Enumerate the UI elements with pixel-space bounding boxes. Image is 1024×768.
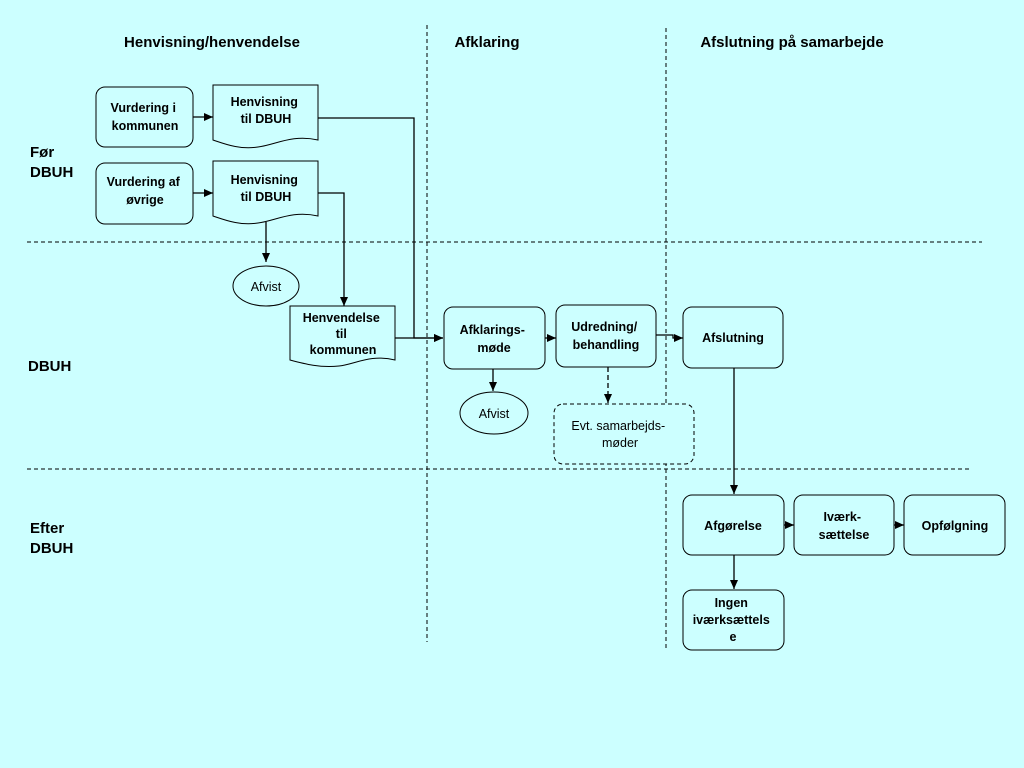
node-ivaerksaettelse-label: Iværk- sættelse [819,510,870,542]
row-title-efter-line: Efter [30,520,64,537]
node-vurdering-kommunen: Vurdering i kommunen [95,86,194,148]
row-title-dbuh: DBUH [28,358,71,375]
node-henvisning-1-shape [212,84,319,149]
node-label-line: Henvisning [231,95,298,109]
node-label-line: behandling [573,338,640,352]
node-henvisning-2-label: Henvisning til DBUH [231,173,302,204]
row-title-foer: Før DBUH [30,144,73,181]
column-title-afklaring: Afklaring [454,34,519,51]
node-afklaringsmoede-shape [443,306,546,370]
node-afslutning-label: Afslutning [702,331,764,345]
node-label-line: Afklarings- [460,323,525,337]
node-label-line: Iværk- [823,510,861,524]
node-afvist-2-shape [459,391,529,435]
row-title-efter-line: DBUH [30,540,73,557]
node-label-line: øvrige [126,193,164,207]
row-title-dbuh-line: DBUH [28,358,71,375]
node-afgoerelse: Afgørelse [682,494,785,556]
node-udredning: Udredning/ behandling [555,304,657,368]
node-henvendelse-kommunen-label: Henvendelse til kommunen [303,311,384,357]
node-label-line: Afslutning [702,331,764,345]
node-label-line: Afgørelse [704,519,762,533]
node-label-line: Evt. samarbejds- [571,419,665,433]
arrow-udredning-to-afslutning [656,334,683,342]
node-samarbejdsmoeder-label: Evt. samarbejds- møder [571,419,668,450]
node-label-line: til DBUH [241,190,292,204]
node-label-line: Vurdering af [107,175,181,189]
node-ingen-ivaerksaettelse: Ingen iværksættels e [682,589,785,651]
node-label-line: sættelse [819,528,870,542]
connectors [193,113,904,589]
row-title-foer-line: DBUH [30,164,73,181]
node-udredning-shape [555,304,657,368]
node-label-line: til [336,327,347,341]
node-afslutning: Afslutning [682,306,784,369]
node-ivaerksaettelse-shape [793,494,895,556]
node-henvisning-2-shape [212,160,319,225]
node-afklaringsmoede: Afklarings- møde [443,306,546,370]
node-label-line: Vurdering i [111,101,177,115]
node-afgoerelse-label: Afgørelse [704,519,762,533]
node-henvisning-1: Henvisning til DBUH [212,84,319,149]
column-title-henvisning: Henvisning/henvendelse [124,34,300,51]
node-afvist-1-shape [232,265,300,307]
node-label-line: e [730,630,737,644]
node-vurdering-oevrige-label: Vurdering af øvrige [107,175,184,207]
node-samarbejdsmoeder: Evt. samarbejds- møder [553,403,695,465]
node-henvendelse-kommunen: Henvendelse til kommunen [289,305,396,367]
node-vurdering-oevrige-shape [95,162,194,225]
node-label-line: til DBUH [241,112,292,126]
lane-separators [27,25,982,648]
arrow-henvisning-to-henvendelse [318,192,348,306]
node-henvisning-2: Henvisning til DBUH [212,160,319,225]
node-label-line: møde [477,341,510,355]
node-afvist-1: Afvist [232,265,300,307]
node-label-line: Henvendelse [303,311,380,325]
node-afslutning-shape [682,306,784,369]
node-label-line: kommunen [112,119,179,133]
node-label-line: Opfølgning [922,519,989,533]
arrow-henvisning-to-afklaringsmoede [318,117,443,342]
node-afgoerelse-shape [682,494,785,556]
row-title-efter: Efter DBUH [30,520,73,557]
node-afvist-1-label: Afvist [251,280,282,294]
node-samarbejdsmoeder-shape [553,403,695,465]
node-label-line: Afvist [479,407,510,421]
node-label-line: Afvist [251,280,282,294]
node-label-line: Udredning/ [571,320,637,334]
node-label-line: møder [602,436,638,450]
node-afklaringsmoede-label: Afklarings- møde [460,323,529,355]
node-opfoelgning: Opfølgning [903,494,1006,556]
node-label-line: iværksættels [693,613,770,627]
node-label-line: Ingen [715,596,748,610]
node-ingen-ivaerksaettelse-shape [682,589,785,651]
row-title-foer-line: Før [30,144,54,161]
node-vurdering-kommunen-label: Vurdering i kommunen [111,101,180,133]
node-udredning-label: Udredning/ behandling [571,320,640,352]
node-ivaerksaettelse: Iværk- sættelse [793,494,895,556]
node-afvist-2-label: Afvist [479,407,510,421]
node-label-line: Henvisning [231,173,298,187]
node-henvisning-1-label: Henvisning til DBUH [231,95,302,126]
node-henvendelse-kommunen-shape [289,305,396,367]
node-opfoelgning-label: Opfølgning [922,519,989,533]
node-vurdering-kommunen-shape [95,86,194,148]
node-opfoelgning-shape [903,494,1006,556]
node-afvist-2: Afvist [459,391,529,435]
node-ingen-ivaerksaettelse-label: Ingen iværksættels e [693,596,774,644]
column-title-afslutning: Afslutning på samarbejde [700,34,883,51]
node-label-line: kommunen [310,343,377,357]
node-vurdering-oevrige: Vurdering af øvrige [95,162,194,225]
